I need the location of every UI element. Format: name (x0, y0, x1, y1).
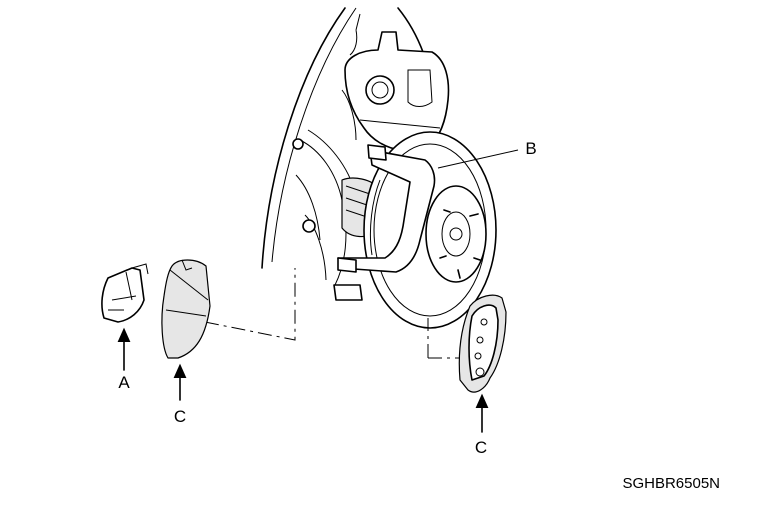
leader-b (437, 149, 519, 169)
brake-pad-left (161, 259, 211, 359)
label-b: B (525, 139, 536, 158)
label-c-left: C (174, 407, 186, 426)
label-c-right: C (475, 438, 487, 457)
label-a: A (118, 373, 130, 392)
caliper-body (344, 31, 450, 151)
brake-rotor (363, 131, 497, 329)
figure-code: SGHBR6505N (622, 475, 720, 492)
caliper-bracket (337, 144, 436, 273)
pad-shim (101, 263, 149, 323)
brake-pad-right (458, 294, 507, 393)
